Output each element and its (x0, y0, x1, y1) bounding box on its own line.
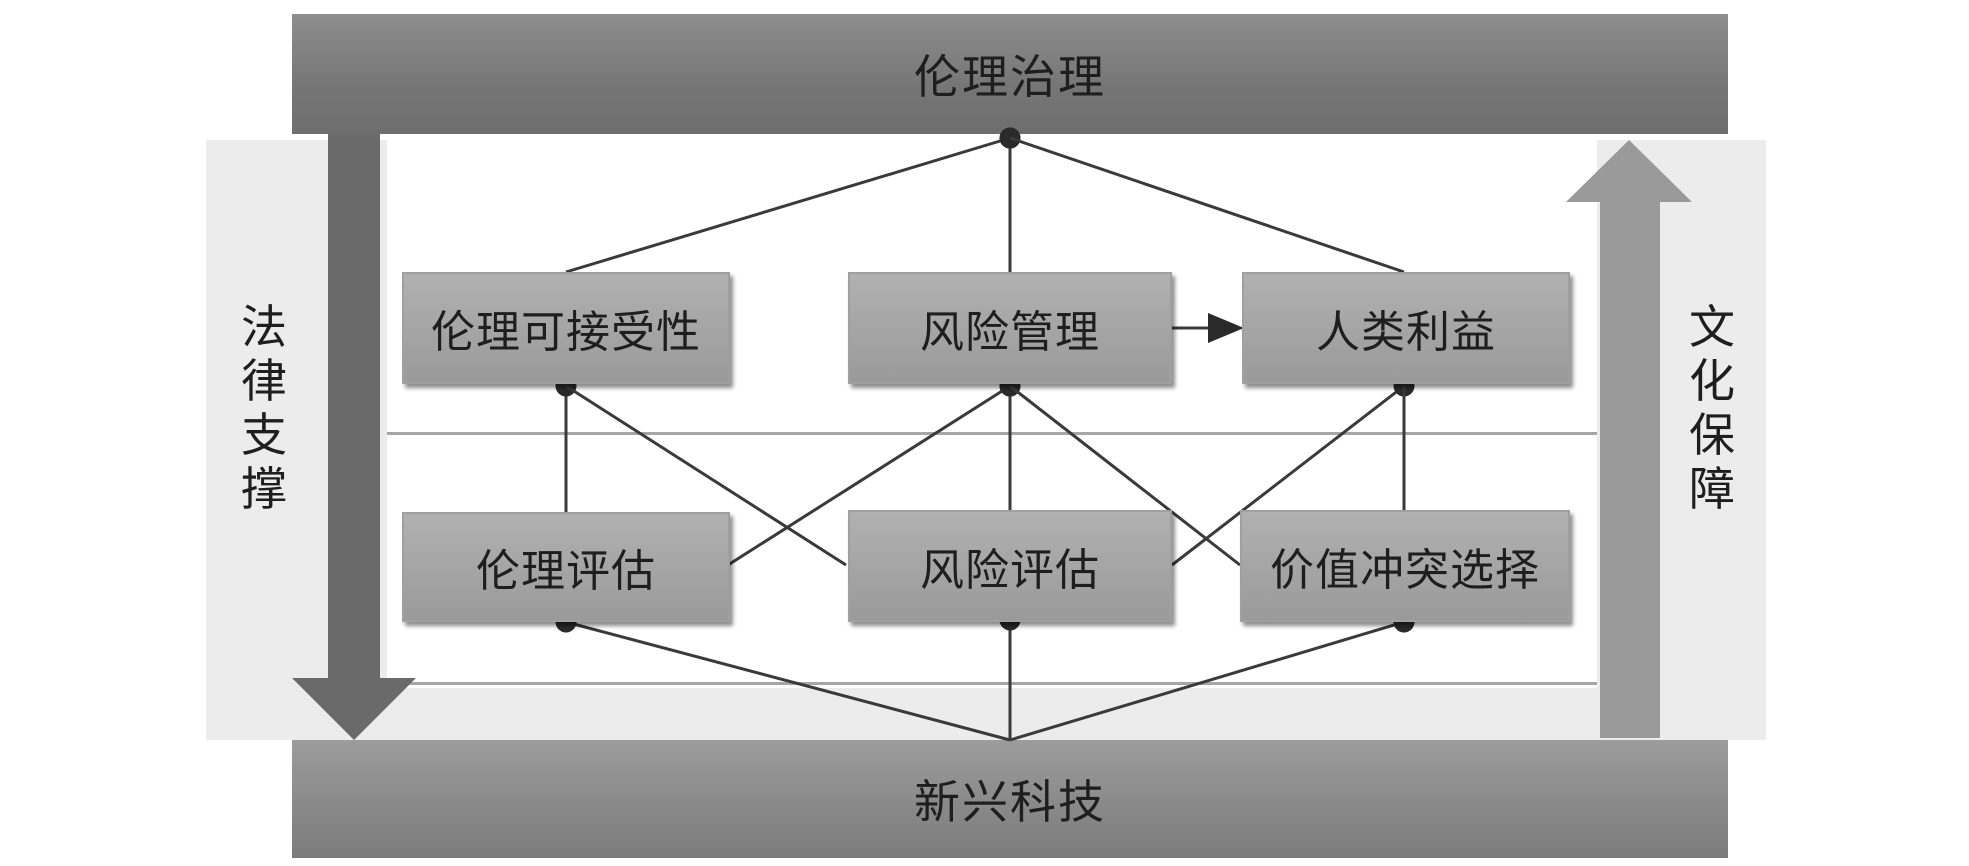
ethical-acceptability-label: 伦理可接受性 (431, 307, 701, 358)
legal-support-label: 法 律 支 撑 (236, 300, 292, 516)
line-technology-to-ethical-assessment (555, 611, 1011, 742)
cultural-guarantee-label: 文 化 保 障 (1684, 300, 1740, 516)
risk-assessment-label: 风险评估 (920, 545, 1100, 596)
emerging-technology-label: 新兴科技 (914, 775, 1106, 829)
human-interest-box: 人类利益 (1242, 272, 1570, 384)
cultural-guarantee-char: 文 (1689, 300, 1735, 354)
legal-support-arrow (292, 134, 416, 740)
legal-support-char: 支 (241, 408, 287, 462)
emerging-technology-bar: 新兴科技 (292, 740, 1728, 858)
line-value-conflict-to-riskmgmt (1009, 384, 1241, 567)
cultural-guarantee-arrow (1566, 140, 1692, 738)
line-acceptability-to-governance (565, 127, 1021, 274)
lower-separator-line (387, 682, 1597, 685)
ethics-governance-label: 伦理治理 (914, 50, 1106, 104)
value-conflict-choice-box: 价值冲突选择 (1240, 510, 1570, 622)
legal-support-char: 撑 (241, 462, 287, 516)
risk-management-box: 风险管理 (848, 272, 1172, 384)
cultural-guarantee-char: 保 (1689, 408, 1735, 462)
ethical-assessment-label: 伦理评估 (476, 546, 656, 597)
ethics-governance-bar: 伦理治理 (292, 14, 1728, 134)
line-ethical-assessment-to-riskmgmt (727, 375, 1021, 567)
risk-assessment-box: 风险评估 (848, 510, 1172, 622)
cultural-guarantee-char: 化 (1689, 354, 1735, 408)
legal-support-char: 法 (241, 300, 287, 354)
ethical-acceptability-box: 伦理可接受性 (402, 272, 730, 384)
line-human-interest-to-governance (1009, 136, 1405, 274)
ethical-assessment-box: 伦理评估 (402, 512, 730, 622)
line-risk-assessment-to-human-interest (1171, 375, 1415, 567)
line-technology-to-value-conflict (1009, 611, 1415, 742)
upper-separator-line (387, 432, 1597, 435)
risk-management-label: 风险管理 (920, 307, 1100, 358)
line-risk-assessment-to-acceptability (565, 384, 847, 567)
cultural-guarantee-char: 障 (1689, 462, 1735, 516)
human-interest-label: 人类利益 (1316, 307, 1496, 358)
legal-support-char: 律 (241, 354, 287, 408)
value-conflict-choice-label: 价值冲突选择 (1270, 545, 1540, 596)
